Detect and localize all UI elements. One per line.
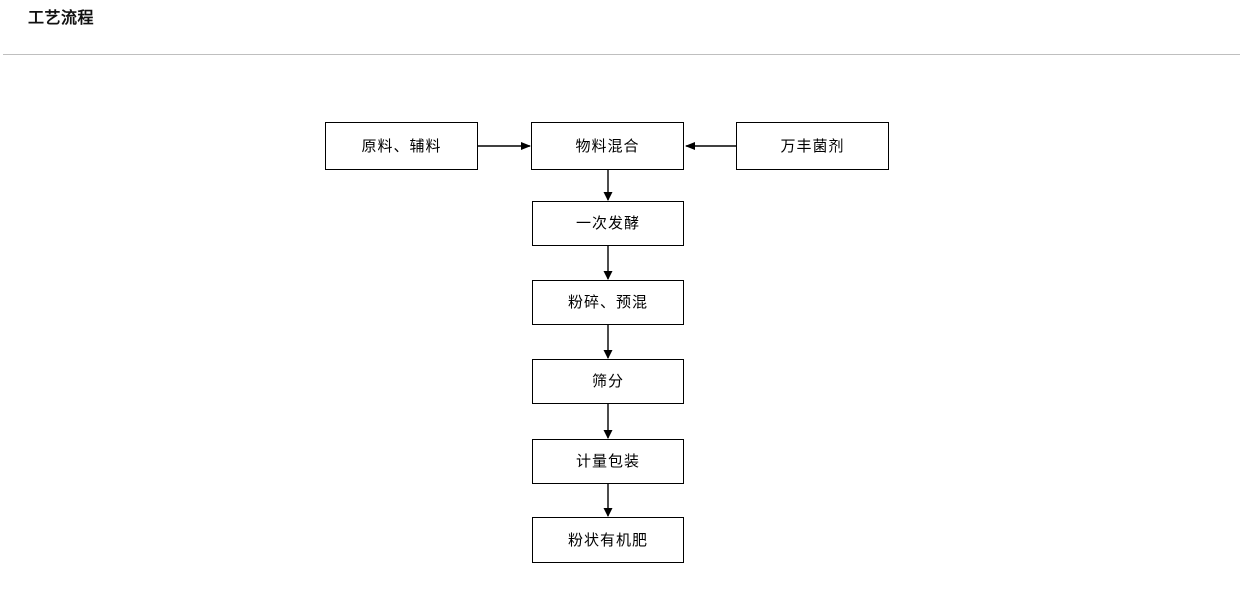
flow-node-primary-fermentation: 一次发酵 <box>532 201 684 246</box>
flow-node-powdered-organic-fertilizer: 粉状有机肥 <box>532 517 684 563</box>
flow-node-raw-materials: 原料、辅料 <box>325 122 478 170</box>
page-title: 工艺流程 <box>28 10 95 27</box>
flow-node-screening: 筛分 <box>532 359 684 404</box>
flow-node-metering-packaging: 计量包装 <box>532 439 684 484</box>
flow-node-material-mixing: 物料混合 <box>531 122 684 170</box>
title-divider <box>3 54 1240 55</box>
flow-node-crushing-premixing: 粉碎、预混 <box>532 280 684 325</box>
flow-node-wanfeng-inoculant: 万丰菌剂 <box>736 122 889 170</box>
